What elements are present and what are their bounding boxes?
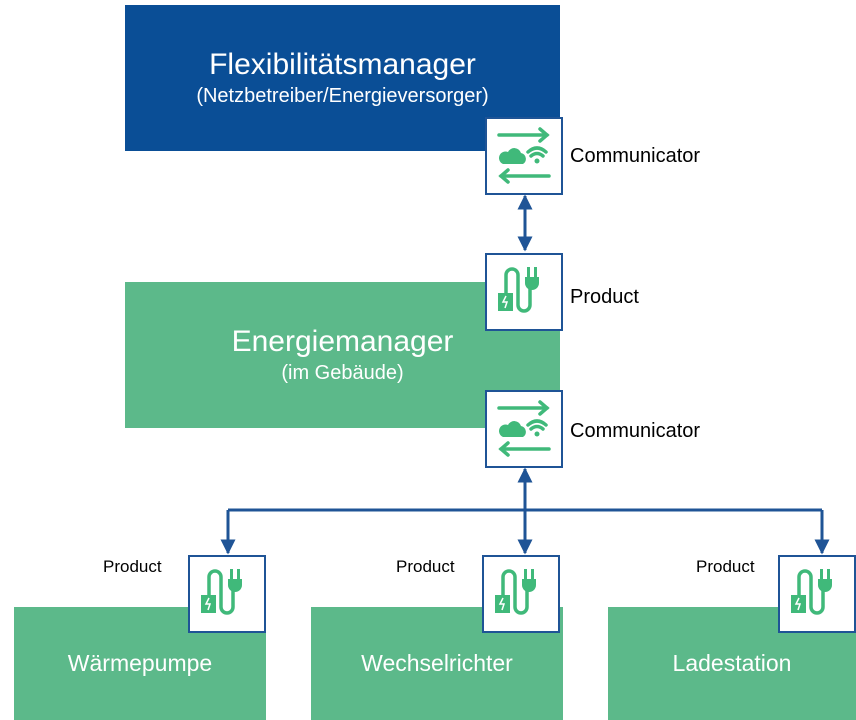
communicator-node-top bbox=[485, 117, 563, 195]
product-label-heat-pump: Product bbox=[103, 557, 162, 576]
device-label: Wechselrichter bbox=[361, 650, 513, 676]
flexibility-manager-subtitle: (Netzbetreiber/Energieversorger) bbox=[196, 85, 489, 107]
product-plug-icon bbox=[498, 267, 539, 313]
product-label-charging-station: Product bbox=[696, 557, 755, 576]
energy-manager-title: Energiemanager bbox=[231, 325, 454, 358]
flexibility-manager-title: Flexibilitätsmanager bbox=[209, 48, 476, 81]
product-node-charging-station bbox=[778, 555, 856, 633]
communicator-icon bbox=[497, 127, 551, 184]
device-label: Ladestation bbox=[672, 650, 792, 676]
product-node-heat-pump bbox=[188, 555, 266, 633]
product-node-energy-manager bbox=[485, 253, 563, 331]
product-node-inverter bbox=[482, 555, 560, 633]
energy-manager-subtitle: (im Gebäude) bbox=[281, 362, 404, 384]
communicator-node-energy-manager bbox=[485, 390, 563, 468]
product-label-inverter: Product bbox=[396, 557, 455, 576]
communicator-label-energy-manager: Communicator bbox=[570, 420, 701, 442]
product-label-energy-manager: Product bbox=[570, 286, 639, 308]
product-plug-icon bbox=[201, 569, 242, 615]
device-label: Wärmepumpe bbox=[67, 650, 213, 676]
product-plug-icon bbox=[495, 569, 536, 615]
product-plug-icon bbox=[791, 569, 832, 615]
communicator-icon bbox=[497, 400, 551, 457]
communicator-label-top: Communicator bbox=[570, 145, 701, 167]
